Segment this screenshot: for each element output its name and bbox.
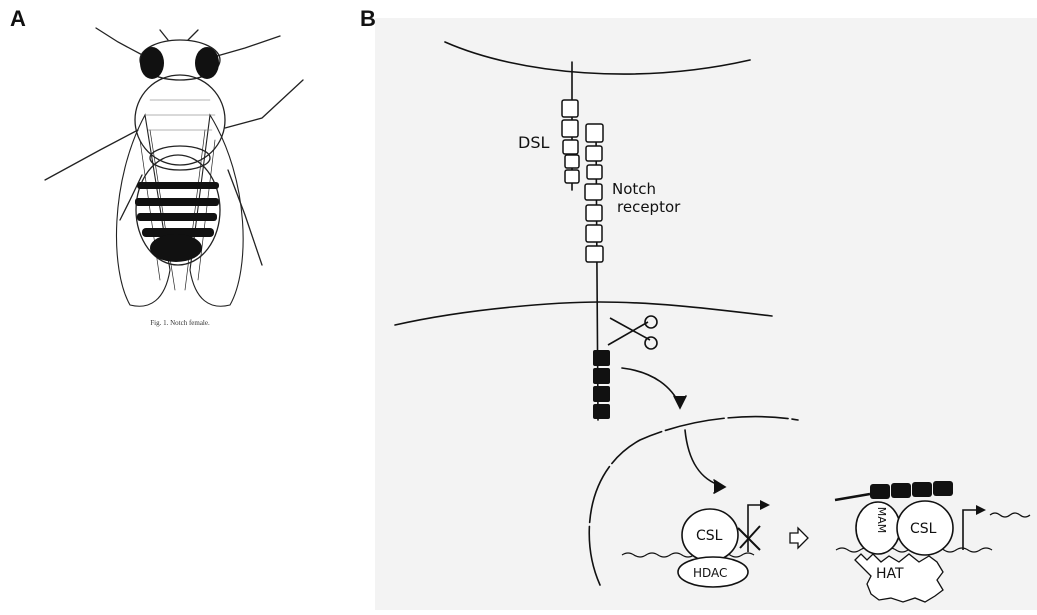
dsl-label: DSL	[518, 133, 549, 152]
dsl-ligand	[562, 100, 579, 183]
notch-extracellular-domain	[585, 124, 603, 262]
notch-intracellular-domain	[593, 350, 610, 419]
promoter-flag-right	[963, 510, 978, 550]
translocation-arrow	[622, 368, 680, 405]
scissors-icon	[608, 316, 657, 349]
arrowhead	[714, 480, 725, 493]
notch-fly-illustration	[45, 28, 303, 306]
abdomen-band	[137, 213, 217, 221]
mam-label-text: MAM	[875, 507, 888, 534]
receiving-cell-membrane	[395, 302, 772, 325]
left-eye	[140, 47, 164, 79]
nuclear-entry-arrow	[685, 430, 722, 486]
csl-right-label: CSL	[910, 521, 937, 537]
transition-arrow-icon	[790, 528, 808, 548]
csl-left-label: CSL	[696, 528, 723, 544]
hat-label: HAT	[876, 566, 904, 582]
notch-label-line2: receptor	[617, 198, 681, 216]
dna-strand	[622, 553, 754, 557]
nicd-tail	[835, 494, 870, 500]
abdomen-band	[135, 198, 219, 206]
right-eye	[195, 47, 219, 79]
hdac-label: HDAC	[693, 566, 727, 580]
signaling-cell-membrane	[445, 42, 750, 74]
abdomen-tip	[150, 234, 202, 262]
promoter-arrowhead	[976, 505, 986, 515]
abdomen-band	[137, 182, 219, 189]
arrowhead	[674, 396, 686, 408]
fly-caption: Fig. 1. Notch female.	[150, 319, 210, 327]
csl-activator-complex	[856, 501, 953, 555]
nicd-bound	[870, 481, 953, 499]
mam-label: MAM	[875, 507, 888, 534]
promoter-arrowhead	[760, 500, 770, 510]
transcription-blocked-icon	[738, 526, 760, 550]
transcript-icon	[990, 513, 1030, 517]
notch-label-line1: Notch	[612, 180, 656, 198]
